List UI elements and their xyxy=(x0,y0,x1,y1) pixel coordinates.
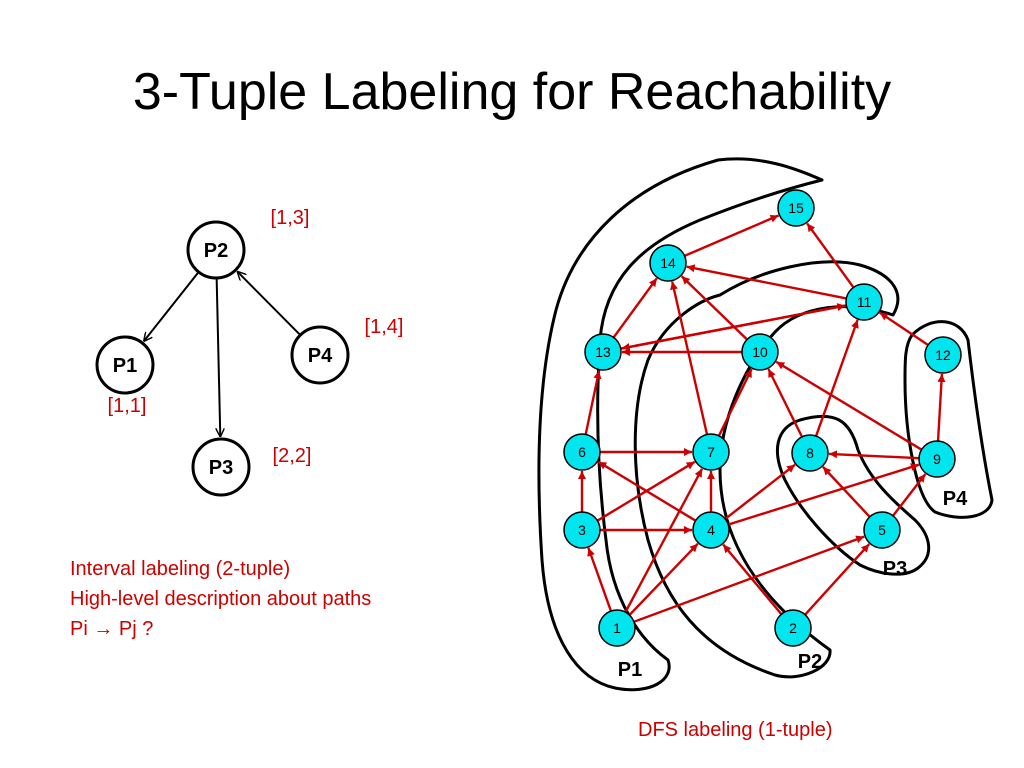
dfs-node-2: 2 xyxy=(774,609,812,647)
path-p2-outline xyxy=(633,260,900,679)
dfs-edge-4-9 xyxy=(727,463,920,526)
dfs-edge-9-12 xyxy=(936,373,946,442)
left-edge-p4-p2 xyxy=(237,271,302,336)
dfs-edge-2-4 xyxy=(722,543,783,615)
path-p4-outline xyxy=(903,320,994,519)
left-node-label: P4 xyxy=(308,345,333,367)
notes-block: Interval labeling (2-tuple) High-level d… xyxy=(70,554,371,644)
dfs-edge-1-7 xyxy=(624,468,704,613)
path-label-p3: P3 xyxy=(883,558,907,580)
path-label-p2: P2 xyxy=(798,651,822,673)
left-node-p3: P3 xyxy=(191,437,251,497)
dfs-edge-1-4 xyxy=(628,542,699,616)
path-p3-outline xyxy=(775,414,930,576)
interval-label-p1: [1,1] xyxy=(108,395,147,417)
left-node-label: P1 xyxy=(113,355,137,377)
dfs-edge-5-8 xyxy=(822,466,871,518)
dfs-edge-7-14 xyxy=(670,281,709,435)
path-p1-outline xyxy=(537,157,824,692)
dfs-edge-9-8 xyxy=(828,450,920,460)
dfs-node-1: 1 xyxy=(598,609,636,647)
dfs-node-4: 4 xyxy=(692,511,730,549)
dfs-node-15: 15 xyxy=(777,189,815,227)
dfs-edge-8-10 xyxy=(767,368,804,438)
dfs-edge-8-11 xyxy=(814,319,859,437)
dfs-node-8: 8 xyxy=(791,434,829,472)
dfs-node-label: 6 xyxy=(578,444,586,460)
left-node-label: P2 xyxy=(204,240,228,262)
dfs-node-11: 11 xyxy=(845,283,883,321)
note-line-3: Pi → Pj ? xyxy=(70,618,154,640)
dfs-node-label: 12 xyxy=(935,347,951,363)
dfs-node-5: 5 xyxy=(863,511,901,549)
dfs-node-label: 9 xyxy=(933,451,941,467)
dfs-node-label: 3 xyxy=(578,522,586,538)
dfs-node-6: 6 xyxy=(563,433,601,471)
dfs-edge-14-15 xyxy=(684,214,780,257)
dfs-node-label: 2 xyxy=(789,620,797,636)
dfs-node-3: 3 xyxy=(563,511,601,549)
dfs-edge-11-14 xyxy=(686,264,847,300)
slide-title: 3-Tuple Labeling for Reachability xyxy=(132,63,892,121)
note-line-2: High-level description about paths xyxy=(70,588,372,610)
dfs-node-label: 11 xyxy=(857,294,872,310)
dfs-node-label: 7 xyxy=(707,444,715,460)
dfs-edge-13-14 xyxy=(612,277,658,339)
dfs-edge-12-11 xyxy=(879,311,929,346)
dfs-node-label: 10 xyxy=(752,344,768,360)
dfs-node-label: 15 xyxy=(788,200,804,216)
dfs-node-label: 5 xyxy=(878,522,886,538)
dfs-node-12: 12 xyxy=(924,336,962,374)
left-node-p4: P4 xyxy=(290,325,350,385)
path-label-p4: P4 xyxy=(943,488,968,510)
dfs-edge-13-11 xyxy=(620,303,846,350)
interval-label-p3: [2,2] xyxy=(273,445,312,467)
dfs-edge-4-8 xyxy=(724,463,796,520)
dfs-edge-5-9 xyxy=(892,473,927,517)
dfs-edge-6-13 xyxy=(584,370,602,435)
dfs-node-label: 14 xyxy=(660,255,676,271)
dfs-node-label: 1 xyxy=(613,620,621,636)
dfs-edge-1-5 xyxy=(633,535,865,623)
dfs-edge-1-3 xyxy=(587,547,613,612)
left-node-p1: P1 xyxy=(95,335,155,395)
dfs-node-9: 9 xyxy=(918,440,956,478)
note-line-1: Interval labeling (2-tuple) xyxy=(70,558,291,580)
dfs-node-label: 4 xyxy=(707,522,715,538)
dfs-edge-9-10 xyxy=(775,360,923,451)
dfs-edge-7-10 xyxy=(717,368,753,437)
dfs-node-7: 7 xyxy=(692,433,730,471)
dfs-node-13: 13 xyxy=(584,333,622,371)
dfs-edge-4-6 xyxy=(597,460,697,522)
left-edge-p2-p1 xyxy=(144,271,200,342)
dfs-node-label: 8 xyxy=(806,445,814,461)
dfs-edge-11-15 xyxy=(806,222,855,289)
interval-label-p2: [1,3] xyxy=(271,207,310,229)
dfs-node-14: 14 xyxy=(649,244,687,282)
dfs-edge-10-14 xyxy=(680,275,748,341)
dfs-edge-2-5 xyxy=(804,543,871,616)
left-edge-p2-p3 xyxy=(217,277,221,437)
dfs-node-10: 10 xyxy=(741,333,779,371)
dfs-node-label: 13 xyxy=(595,344,611,360)
dfs-caption: DFS labeling (1-tuple) xyxy=(638,719,833,741)
path-label-p1: P1 xyxy=(618,659,642,681)
left-node-label: P3 xyxy=(209,457,233,479)
left-node-p2: P2 xyxy=(186,220,246,280)
interval-label-p4: [1,4] xyxy=(365,316,404,338)
